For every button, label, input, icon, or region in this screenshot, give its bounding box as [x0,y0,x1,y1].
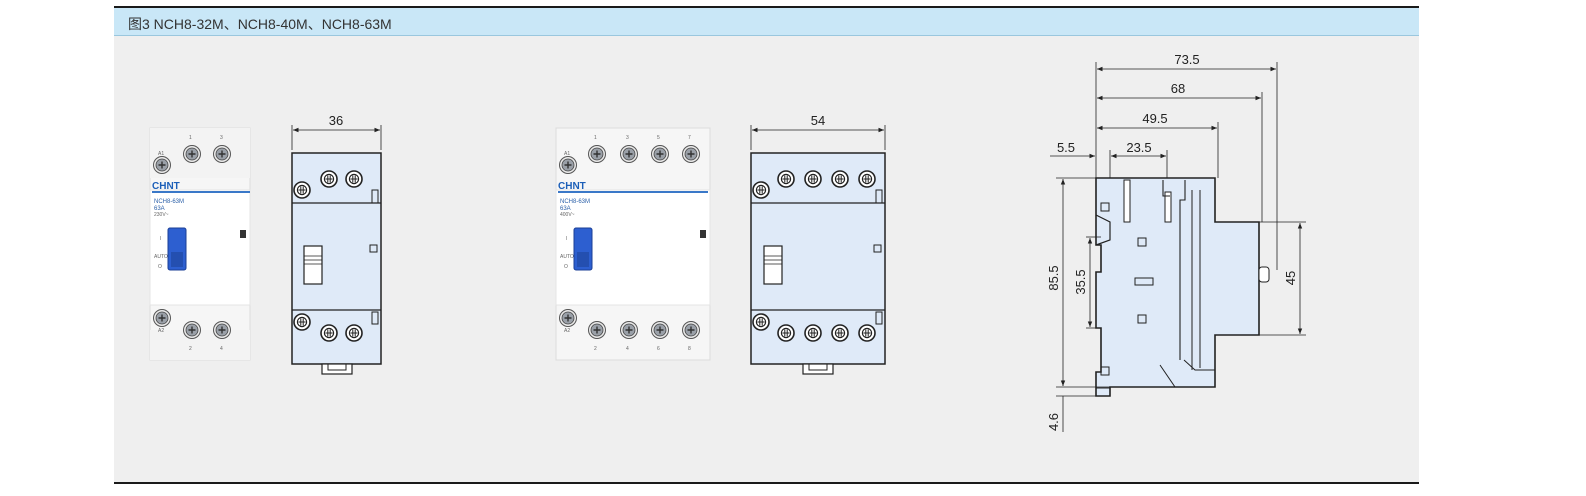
product-photo-4p: A1 A2 1 3 5 7 2 4 6 8 CHNT NCH8-63M 63A … [555,127,711,361]
coil-label-a1: A1 [158,151,164,157]
caption-bar: 图3 NCH8-32M、NCH8-40M、NCH8-63M [114,6,1419,36]
handle-outline-2p [303,245,323,285]
front-drawing-4p: 54 [750,113,886,375]
dim-depth-68: 68 [1171,81,1185,96]
model-label-2p: NCH8-63M [154,199,184,205]
terminal-label: 1 [594,135,597,141]
brand-logo-4p: CHNT [558,181,586,192]
figure-caption: 图3 NCH8-32M、NCH8-40M、NCH8-63M [128,16,392,32]
switch-mark-on: I [160,236,161,242]
terminal-label: 7 [688,135,691,141]
indicator-window [700,230,706,238]
voltage-label-4p: 400V~ [560,212,575,218]
side-profile-drawing: 73.5 68 49.5 23.5 5.5 85.5 35.5 4.6 [1046,52,1306,432]
terminal-label: 3 [220,135,223,141]
terminal-label: 2 [189,346,192,352]
front-drawing-2p: 36 [291,113,382,375]
switch-mark-off: O [564,264,568,270]
terminal-label: 4 [626,346,629,352]
dim-front-45: 45 [1283,271,1298,285]
switch-mark-off: O [158,264,162,270]
coil-label-a1: A1 [564,151,570,157]
terminal-label: 6 [657,346,660,352]
dim-depth-23-5: 23.5 [1126,140,1151,155]
dim-width-2p: 36 [329,113,343,128]
terminal-label: 2 [594,346,597,352]
terminal-label: 8 [688,346,691,352]
coil-label-a2: A2 [158,328,164,334]
switch-mark-auto: AUTO [154,254,168,260]
dim-height-85-5: 85.5 [1046,265,1061,290]
terminal-label: 1 [189,135,192,141]
dim-offset-5-5: 5.5 [1057,140,1075,155]
coil-label-a2: A2 [564,328,570,334]
dim-rail-35-5: 35.5 [1073,269,1088,294]
dim-overall-depth: 73.5 [1174,52,1199,67]
brand-logo-2p: CHNT [152,181,180,192]
rating-label-2p: 63A [154,206,165,212]
model-label-4p: NCH8-63M [560,199,590,205]
rating-label-4p: 63A [560,206,571,212]
switch-mark-auto: AUTO [560,254,574,260]
terminal-label: 4 [220,346,223,352]
indicator-window [240,230,246,238]
dim-width-4p: 54 [811,113,825,128]
product-photo-2p: A1 A2 1 3 2 4 CHNT NCH8-63M 63A 230V~ I … [149,127,251,361]
handle-outline-4p [763,245,783,285]
dim-depth-49-5: 49.5 [1142,111,1167,126]
terminal-label: 3 [626,135,629,141]
terminal-label: 5 [657,135,660,141]
dim-clip-4-6: 4.6 [1046,413,1061,431]
switch-mark-on: I [566,236,567,242]
voltage-label-2p: 230V~ [154,212,169,218]
